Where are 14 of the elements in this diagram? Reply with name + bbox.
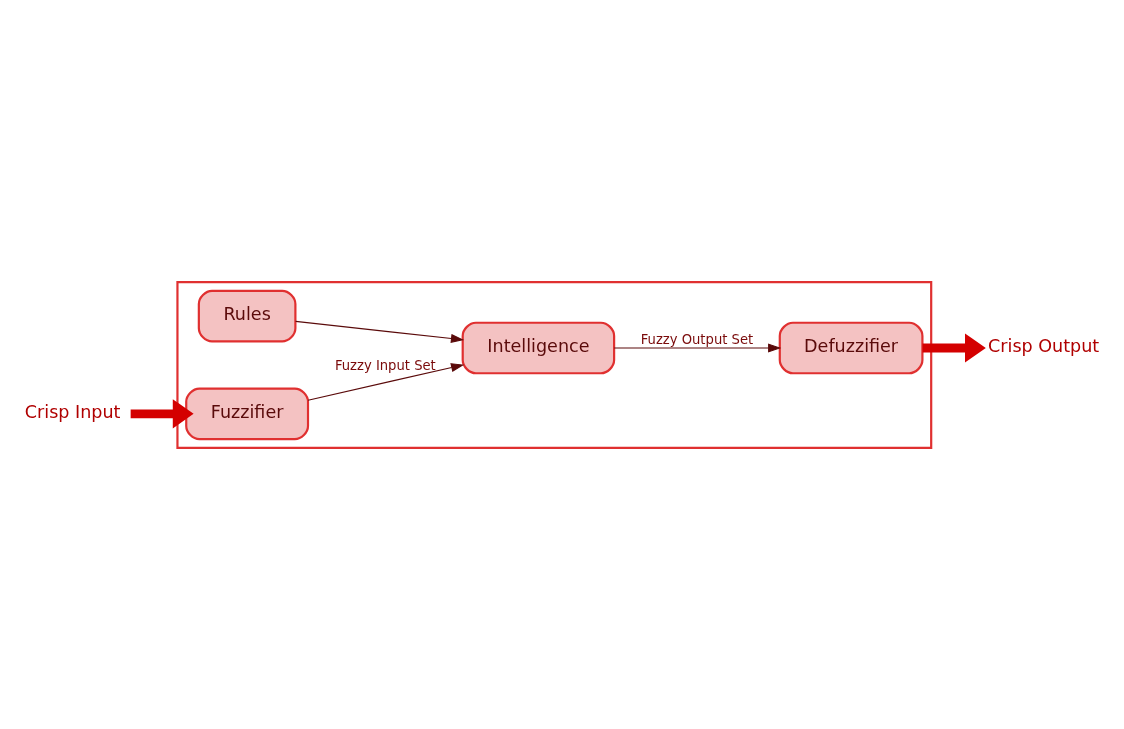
arrow <box>307 362 465 401</box>
arrow <box>613 342 782 353</box>
arrow <box>130 398 194 428</box>
node-text: Crisp Input <box>24 401 121 422</box>
cluster <box>176 280 933 449</box>
node-box: Fuzzifier <box>185 387 310 440</box>
node-box: Intelligence <box>461 321 616 374</box>
arrow <box>295 320 465 343</box>
node-text: Crisp Output <box>988 335 1100 356</box>
edge-label: Fuzzy Input Set <box>334 357 436 372</box>
node-box: Rules <box>197 289 297 342</box>
edge-label: Fuzzy Output Set <box>640 331 754 347</box>
node-box: Defuzzifier <box>778 321 924 374</box>
arrow <box>922 332 986 363</box>
